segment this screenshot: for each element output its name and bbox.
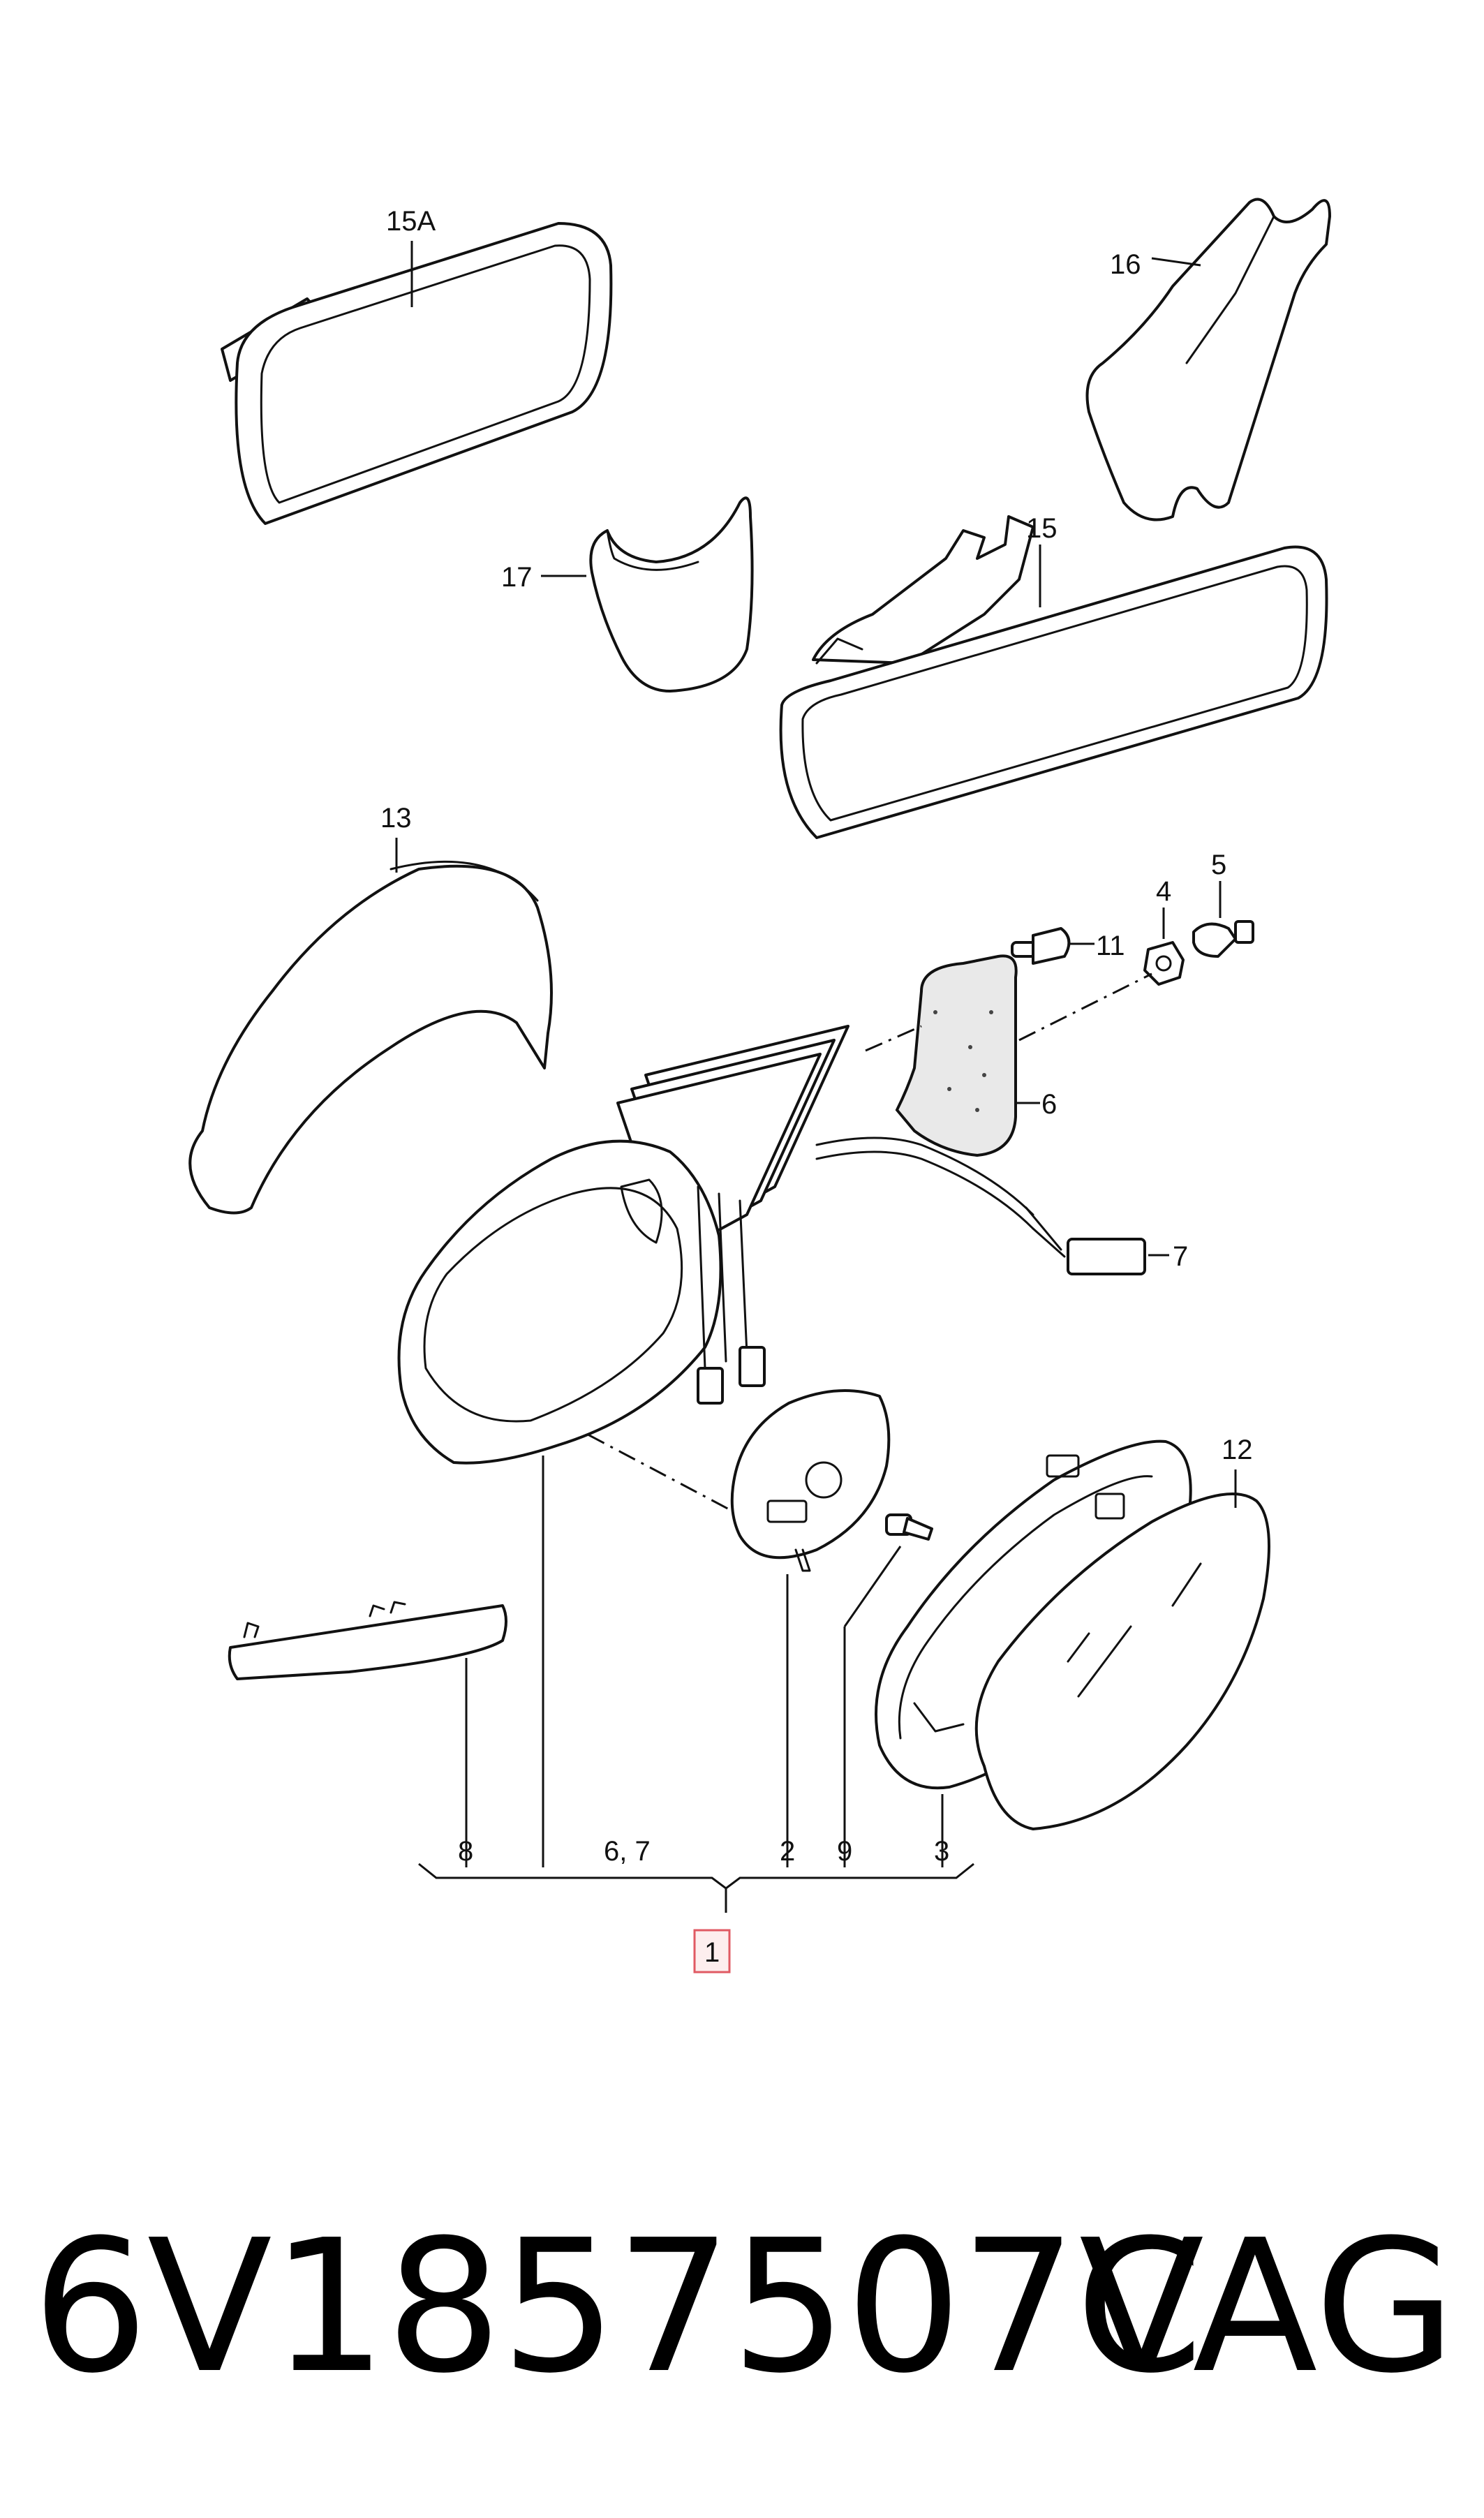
part-12-mirror-glass [974, 1493, 1270, 1830]
part-2-adjustment-motor [730, 1389, 891, 1572]
callout-6-7: 6, 7 [604, 1836, 651, 1867]
part-number: 6V1857507C [32, 2200, 1203, 2413]
footer: 6V1857507C VAG [0, 2192, 1484, 2422]
part-11-screw [1011, 927, 1071, 965]
part-16-mount-cover [1085, 198, 1331, 521]
part-13-housing-cap [188, 860, 553, 1215]
part-6-7-mirror-housing [397, 1025, 849, 1465]
part-4-nut [1143, 941, 1185, 986]
callout-1: 1 [704, 1937, 720, 1968]
callout-1-box [693, 1929, 731, 1973]
callout-8: 8 [458, 1836, 473, 1867]
callout-3: 3 [934, 1836, 949, 1867]
callout-15: 15 [1026, 513, 1058, 544]
part-8-turn-signal-trim [228, 1601, 507, 1680]
callout-15A: 15A [386, 206, 436, 237]
callout-9: 9 [837, 1836, 852, 1867]
part-15A-rear-view-mirror [221, 222, 613, 525]
callout-6: 6 [1041, 1089, 1057, 1120]
part-6-heating-pad [895, 954, 1018, 1157]
part-17-cover-clip [589, 496, 754, 693]
callout-11: 11 [1096, 931, 1125, 961]
callout-7: 7 [1173, 1241, 1188, 1272]
callout-4: 4 [1156, 876, 1171, 907]
callout-17: 17 [501, 562, 533, 593]
callout-13: 13 [380, 803, 412, 834]
exploded-parts-diagram: 15A 16 17 15 13 4 5 [188, 198, 1331, 1973]
part-15-rear-view-mirror [779, 515, 1328, 839]
part-9-screw [885, 1513, 933, 1541]
callout-16: 16 [1110, 249, 1141, 280]
callout-12: 12 [1222, 1435, 1253, 1465]
part-5-clip [1192, 920, 1254, 958]
callout-5: 5 [1211, 850, 1226, 880]
brand-label: VAG [1078, 2200, 1456, 2413]
callout-2: 2 [780, 1836, 795, 1867]
part-7-cable-harness [815, 1136, 1146, 1275]
